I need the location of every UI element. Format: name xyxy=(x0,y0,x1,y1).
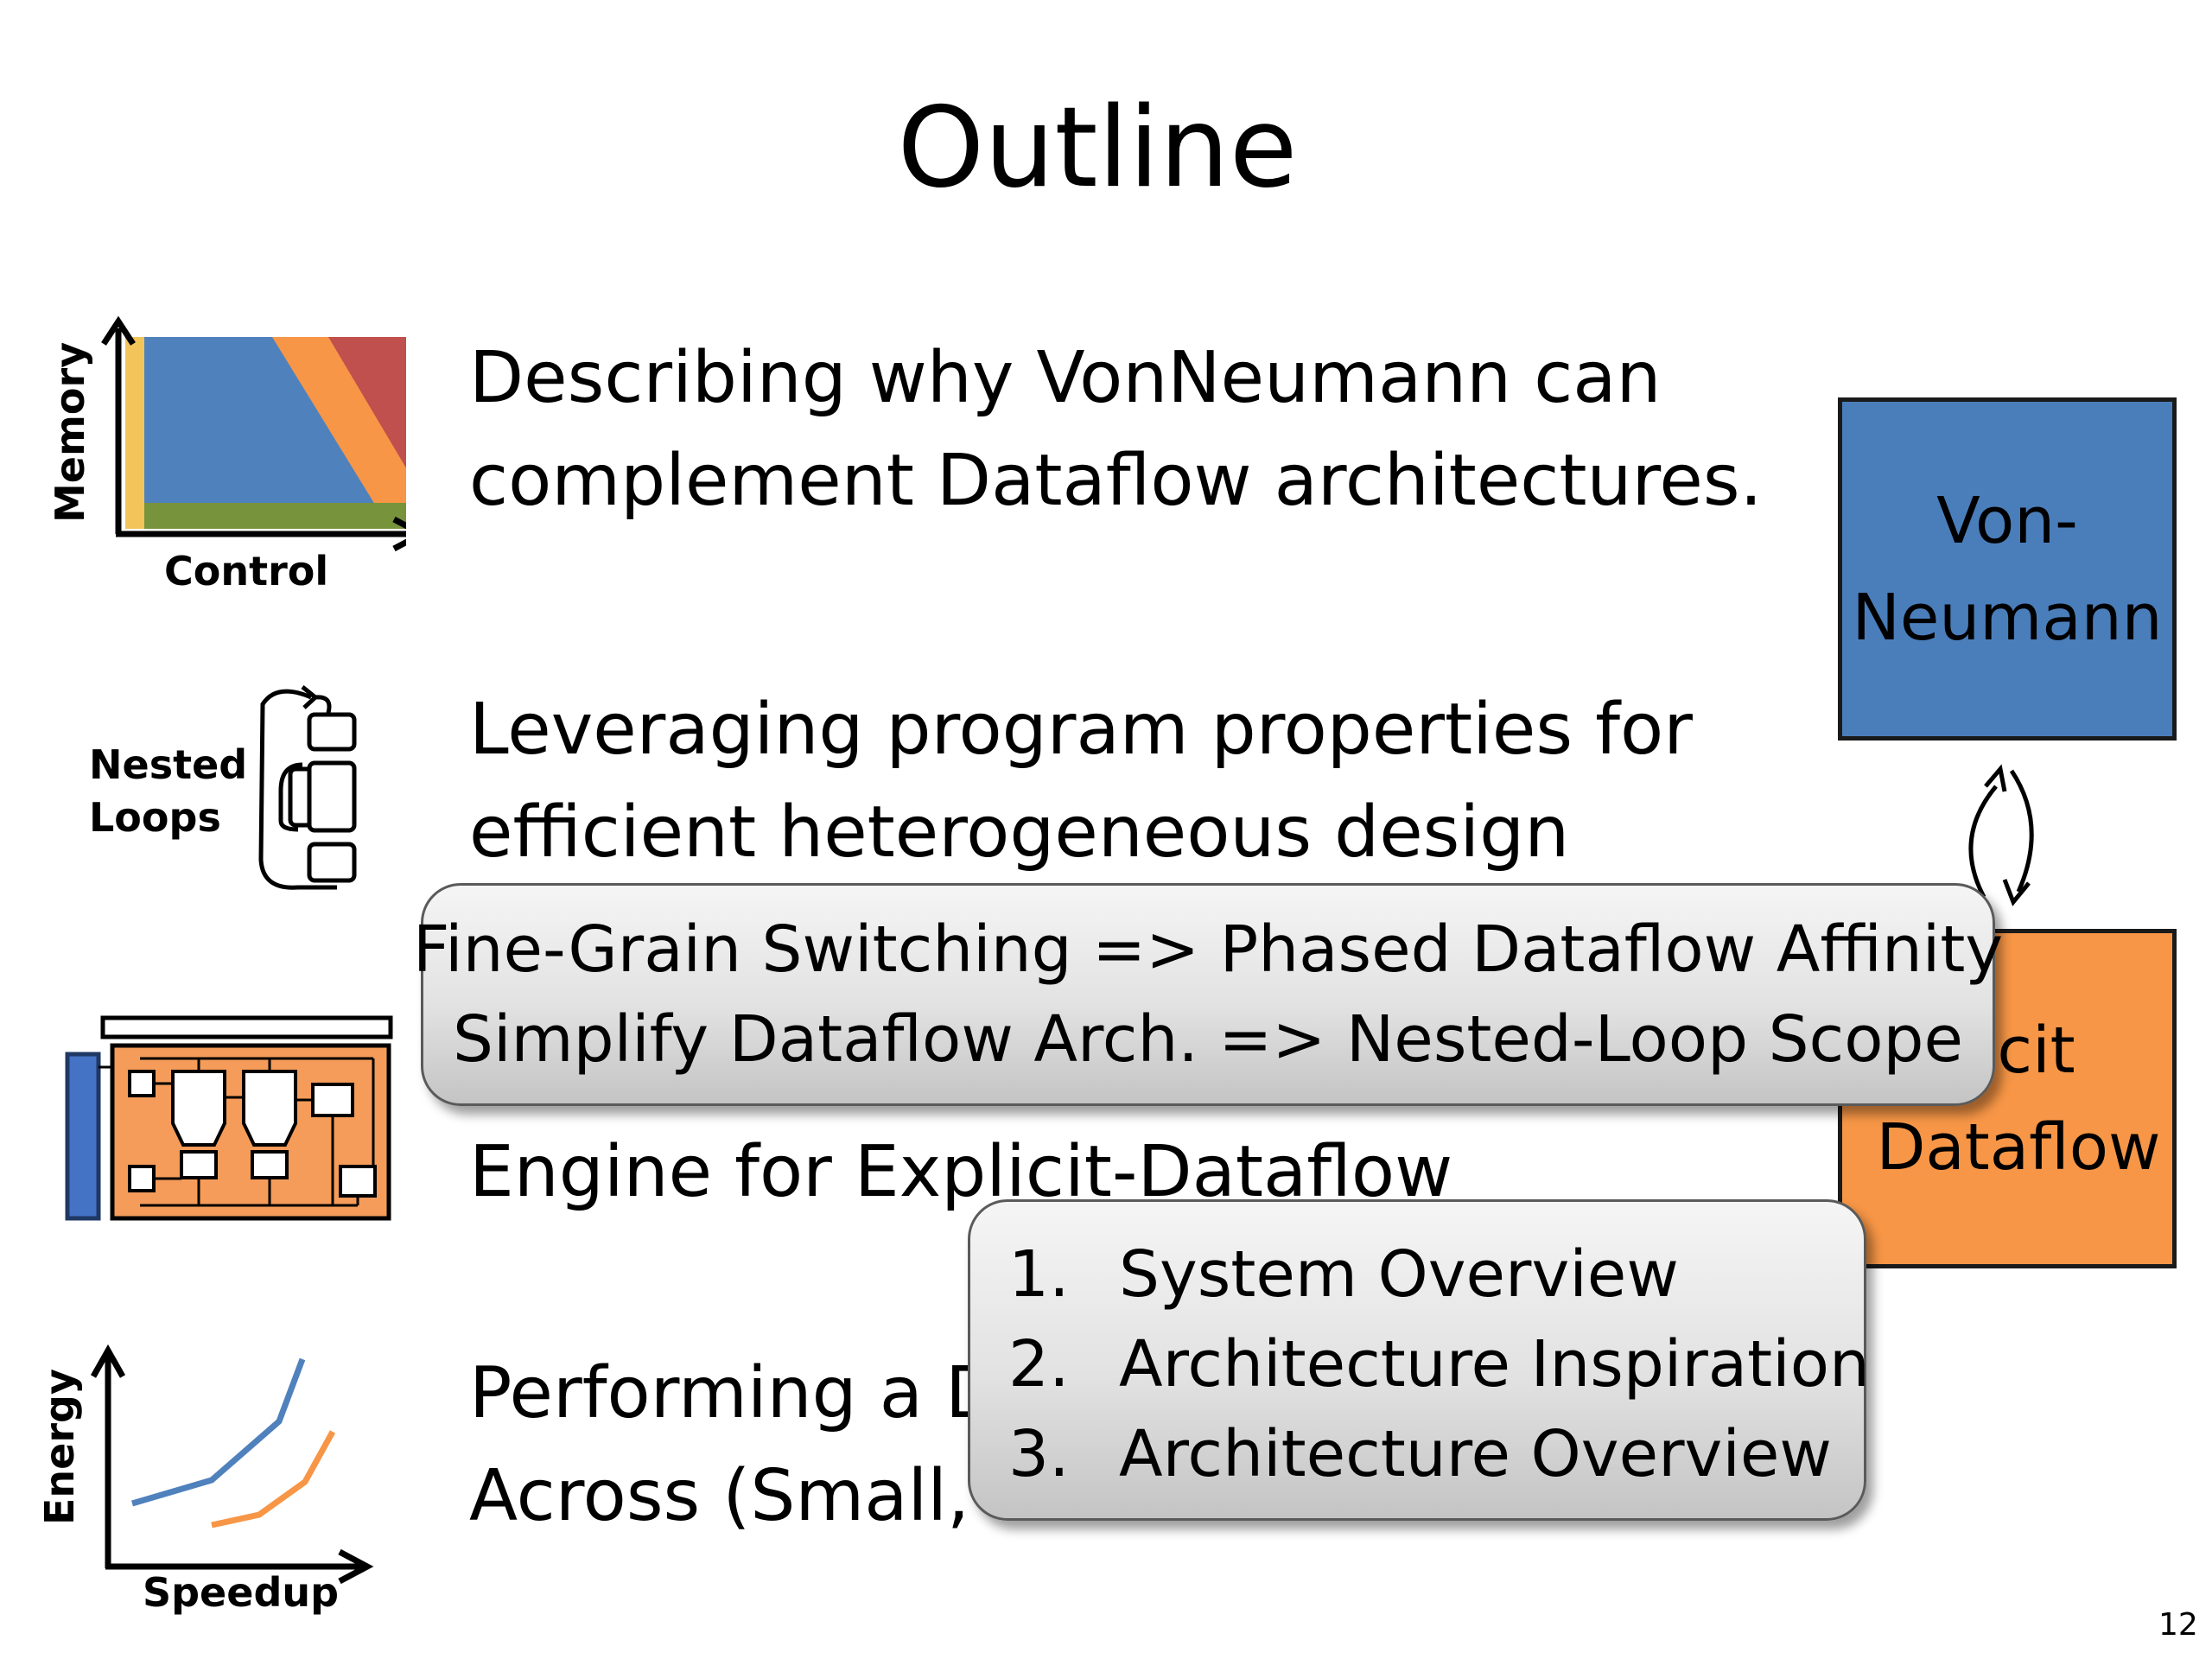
dataflow-engine-block-diagram-icon xyxy=(65,1015,393,1221)
list-item: 2. Architecture Inspiration xyxy=(970,1319,1870,1409)
blue-series-line xyxy=(131,1357,306,1507)
callout-line-2: Simplify Dataflow Arch. => Nested-Loop S… xyxy=(452,1002,1964,1077)
speedup-axis-label: Speedup xyxy=(143,1569,340,1616)
nested-label: Nested xyxy=(89,741,248,788)
list-item-number: 1. xyxy=(1008,1237,1070,1312)
slide-title: Outline xyxy=(897,84,1298,213)
nested-loops-icon xyxy=(258,685,357,890)
outline-item-2-line-2: efficient heterogeneous design xyxy=(469,791,1570,874)
chart-region-yellow xyxy=(125,337,144,529)
orange-series-line xyxy=(211,1430,336,1529)
outline-item-1-line-1: Describing why VonNeumann can xyxy=(469,337,1662,419)
loops-label: Loops xyxy=(89,794,221,841)
callout-section-list: 1. System Overview 2. Architecture Inspi… xyxy=(968,1199,1870,1521)
outline-item-4: Performing a D Across (Small, xyxy=(469,1342,1000,1548)
outline-item-4-line-1: Performing a D xyxy=(469,1352,1001,1434)
memory-axis-label: Memory xyxy=(47,341,93,523)
page-number: 12 xyxy=(2158,1607,2198,1643)
list-item-number: 3. xyxy=(1008,1417,1070,1491)
memory-control-chart-icon xyxy=(101,315,406,552)
list-item: 3. Architecture Overview xyxy=(970,1409,1864,1499)
list-item-text: Architecture Inspiration xyxy=(1119,1327,1870,1402)
von-neumann-label-line-2: Neumann xyxy=(1852,580,2163,655)
energy-speedup-chart-icon xyxy=(90,1344,374,1585)
control-axis-label: Control xyxy=(164,548,329,594)
callout-design-principles: Fine-Grain Switching => Phased Dataflow … xyxy=(413,883,2003,1106)
list-item-text: Architecture Overview xyxy=(1119,1417,1832,1491)
outline-item-1-line-2: complement Dataflow architectures. xyxy=(469,440,1763,522)
von-neumann-label-line-1: Von- xyxy=(1936,483,2078,558)
explicit-dataflow-label-line-2: Dataflow xyxy=(1876,1109,2161,1185)
outline-item-2: Leveraging program properties for effici… xyxy=(469,678,1693,884)
chart-region-blue xyxy=(125,337,389,527)
energy-axis-label: Energy xyxy=(36,1369,83,1525)
outline-item-2-line-1: Leveraging program properties for xyxy=(469,689,1693,771)
list-item-number: 2. xyxy=(1008,1327,1070,1402)
outline-item-1: Describing why VonNeumann can complement… xyxy=(469,327,1763,532)
list-item-text: System Overview xyxy=(1119,1237,1679,1312)
switching-arrows-icon xyxy=(1968,764,2034,906)
von-neumann-box: Von- Neumann xyxy=(1838,397,2177,741)
list-item: 1. System Overview xyxy=(970,1230,1864,1319)
callout-line-1: Fine-Grain Switching => Phased Dataflow … xyxy=(412,912,2004,987)
chart-region-green xyxy=(125,503,406,529)
outline-item-4-line-2: Across (Small, xyxy=(469,1455,970,1537)
